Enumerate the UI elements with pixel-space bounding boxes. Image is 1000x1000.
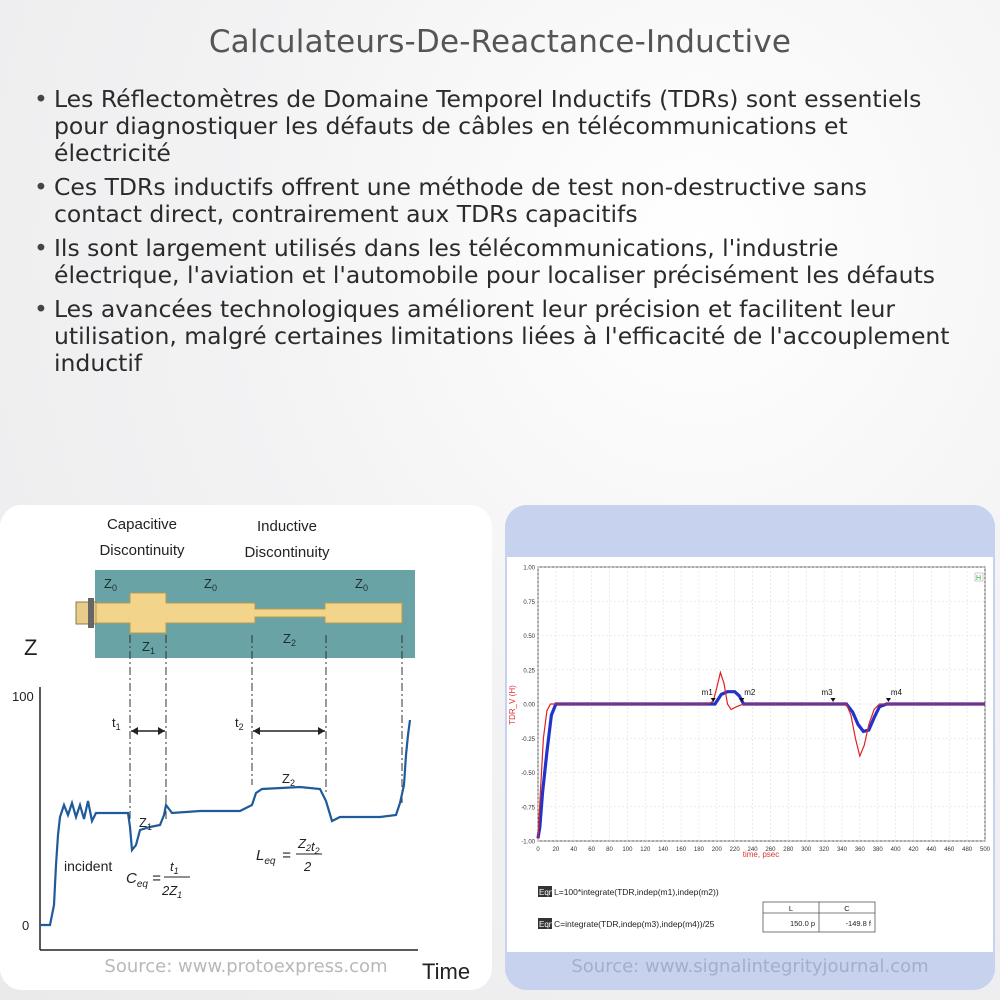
z-0-label: 0 <box>22 918 29 933</box>
x-tick-label: 180 <box>694 847 705 853</box>
svg-text:Ceq: Ceq <box>126 870 148 890</box>
time-axis-label: Time <box>422 959 470 984</box>
tdr-trace <box>40 719 412 927</box>
right-image-source: Source: www.signalintegrityjournal.com <box>571 956 929 977</box>
x-tick-label: 60 <box>588 847 595 853</box>
tdr-plot-image: 1.00 0.75 0.50 0.25 0.00 -0.25 -0.50 -0.75 -1.00… <box>505 505 995 990</box>
x-tick-label: 100 <box>622 847 633 853</box>
x-tick-label: 80 <box>606 847 613 853</box>
table-value-l: 150.0 p <box>790 919 815 928</box>
equation-c: C=integrate(TDR,indep(m3),indep(m4))/25 <box>554 919 715 929</box>
x-tick-label: 440 <box>926 847 937 853</box>
ceq-formula: Ceq = t1 2Z1 <box>126 859 190 900</box>
y-tick-label: 1.00 <box>523 566 535 572</box>
z-axis-label: Z <box>24 635 37 660</box>
table-header-l: L <box>789 904 793 913</box>
x-tick-label: 360 <box>855 847 866 853</box>
bullet-list: Les Réflectomètres de Domaine Temporel I… <box>32 86 962 384</box>
y-tick-label: -0.75 <box>521 805 535 811</box>
eqn-tag: Eqn <box>539 920 553 929</box>
z1-label: Z1 <box>142 639 155 656</box>
svg-text:t1: t1 <box>170 859 179 876</box>
marker-label: m3 <box>821 688 833 697</box>
svg-text:Leq: Leq <box>256 847 276 867</box>
y-tick-label: 0.75 <box>523 600 535 606</box>
x-axis-label: time, psec <box>743 850 779 859</box>
plot-markers: m1 m2 m3 m4 <box>702 688 903 702</box>
marker-label: m1 <box>702 688 714 697</box>
eqn-tag: Eqn <box>539 888 553 897</box>
bullet-item: Les Réflectomètres de Domaine Temporel I… <box>32 86 962 167</box>
y-tick-label: -0.25 <box>521 737 535 743</box>
marker-triangle <box>885 698 891 702</box>
x-tick-label: 500 <box>980 847 991 853</box>
x-tick-label: 320 <box>819 847 830 853</box>
t1-label: t1 <box>112 715 121 732</box>
equation-l: L=100*integrate(TDR,indep(m1),indep(m2)) <box>554 887 719 897</box>
x-tick-label: 40 <box>570 847 577 853</box>
x-tick-label: 240 <box>748 847 759 853</box>
plot-series <box>536 670 985 839</box>
page-title: Calculateurs-De-Reactance-Inductive <box>208 24 792 60</box>
y-tick-label: 0.00 <box>523 703 535 709</box>
x-tick-label: 400 <box>891 847 902 853</box>
x-tick-label: 120 <box>640 847 651 853</box>
marker-label: m4 <box>891 688 903 697</box>
y-tick-label: 0.25 <box>523 668 535 674</box>
results-table <box>762 901 876 933</box>
left-image-source: Source: www.protoexpress.com <box>104 956 388 977</box>
bullet-item: Les avancées technologiques améliorent l… <box>32 296 962 377</box>
y-tick-label: -1.00 <box>521 840 535 846</box>
y-axis-label: TDR_V (H) <box>508 685 517 725</box>
transmission-line-shape <box>95 592 403 634</box>
x-tick-label: 480 <box>962 847 973 853</box>
z2-trace-label: Z2 <box>282 771 295 788</box>
z2-label: Z2 <box>283 631 296 648</box>
inductive-label: Inductive <box>257 518 317 535</box>
x-tick-label: 20 <box>553 847 560 853</box>
x-tick-label: 0 <box>536 847 540 853</box>
svg-text:=: = <box>152 870 161 887</box>
plot-ticks: 1.00 0.75 0.50 0.25 0.00 -0.25 -0.50 -0.75 -1.00… <box>521 566 990 854</box>
z0-label: Z0 <box>104 576 117 593</box>
marker-label: m2 <box>744 688 756 697</box>
x-tick-label: 460 <box>944 847 955 853</box>
bullet-item: Ces TDRs inductifs offrent une méthode d… <box>32 174 962 228</box>
x-tick-label: 220 <box>730 847 741 853</box>
y-tick-label: 0.50 <box>523 634 535 640</box>
bullet-item: Ils sont largement utilisés dans les tél… <box>32 235 962 289</box>
z0-label: Z0 <box>355 576 368 593</box>
x-tick-label: 160 <box>676 847 687 853</box>
svg-text:2Z1: 2Z1 <box>161 883 182 900</box>
svg-text:H: H <box>976 575 981 582</box>
tdr-diagram-image: Capacitive Discontinuity Inductive Disco… <box>0 505 492 990</box>
capacitive-label: Capacitive <box>107 516 177 533</box>
x-tick-label: 420 <box>908 847 919 853</box>
svg-text:2: 2 <box>303 859 312 874</box>
x-tick-label: 260 <box>765 847 776 853</box>
t2-label: t2 <box>235 715 244 732</box>
z1-trace-label: Z1 <box>139 815 152 832</box>
x-tick-label: 280 <box>783 847 794 853</box>
table-value-c: -149.8 f <box>846 919 872 928</box>
table-header-c: C <box>844 904 850 913</box>
x-tick-label: 380 <box>873 847 884 853</box>
capacitive-label-2: Discontinuity <box>99 542 185 559</box>
z0-label: Z0 <box>204 576 217 593</box>
x-tick-label: 140 <box>658 847 669 853</box>
inductive-label-2: Discontinuity <box>244 544 330 561</box>
marker-triangle <box>830 698 836 702</box>
series-line <box>537 670 985 839</box>
y-tick-label: -0.50 <box>521 771 535 777</box>
marker-triangle <box>739 698 745 702</box>
x-tick-label: 200 <box>712 847 723 853</box>
leq-formula: Leq = Z2t2 2 <box>256 836 322 874</box>
z-100-label: 100 <box>12 689 34 704</box>
x-tick-label: 340 <box>837 847 848 853</box>
x-tick-label: 300 <box>801 847 812 853</box>
incident-label: incident <box>64 858 112 874</box>
svg-text:=: = <box>282 847 291 864</box>
marker-triangle <box>710 698 716 702</box>
